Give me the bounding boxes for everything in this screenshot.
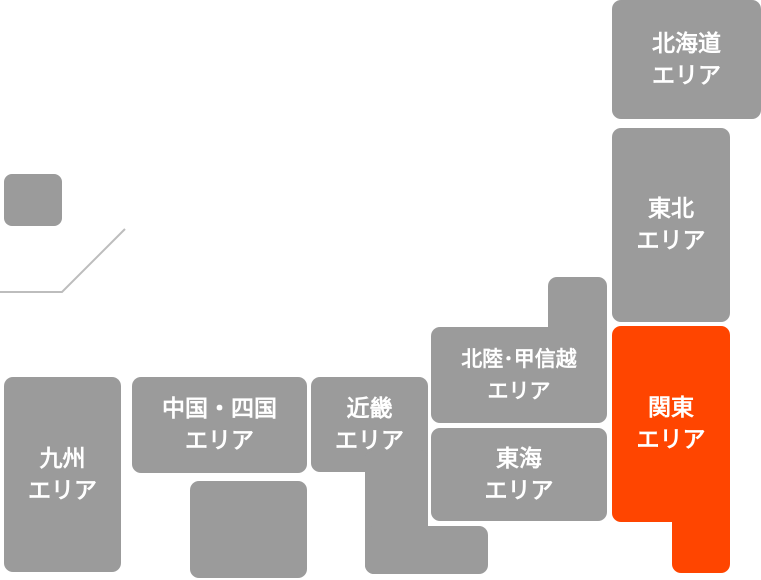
region-okinawa[interactable] [4,174,62,226]
region-tokai-label: 東海 エリア [484,445,554,504]
region-tohoku[interactable] [612,128,730,322]
region-tokai[interactable] [431,428,607,521]
region-hokuriku-koshinetsu-label: 北陸･甲信越 エリア [461,347,577,403]
region-kyushu[interactable] [4,377,121,572]
region-chugoku-shikoku-label: 中国・四国 エリア [162,396,277,454]
region-kyushu-label: 九州 エリア [28,445,97,504]
region-tohoku-label: 東北 エリア [636,196,706,254]
region-chugoku[interactable] [132,377,307,473]
region-kanto-fill [672,490,730,530]
region-kinki-label: 近畿 エリア [335,395,404,454]
region-hokkaido[interactable] [612,0,761,119]
region-hokkaido-label: 北海道 エリア [652,30,721,89]
region-shikoku[interactable] [190,481,307,578]
region-hokuriku-koshinetsu[interactable] [431,327,607,423]
region-kanto[interactable] [612,326,730,522]
region-kanto-label: 関東 エリア [636,395,706,453]
region-kinki-south[interactable] [365,526,488,574]
